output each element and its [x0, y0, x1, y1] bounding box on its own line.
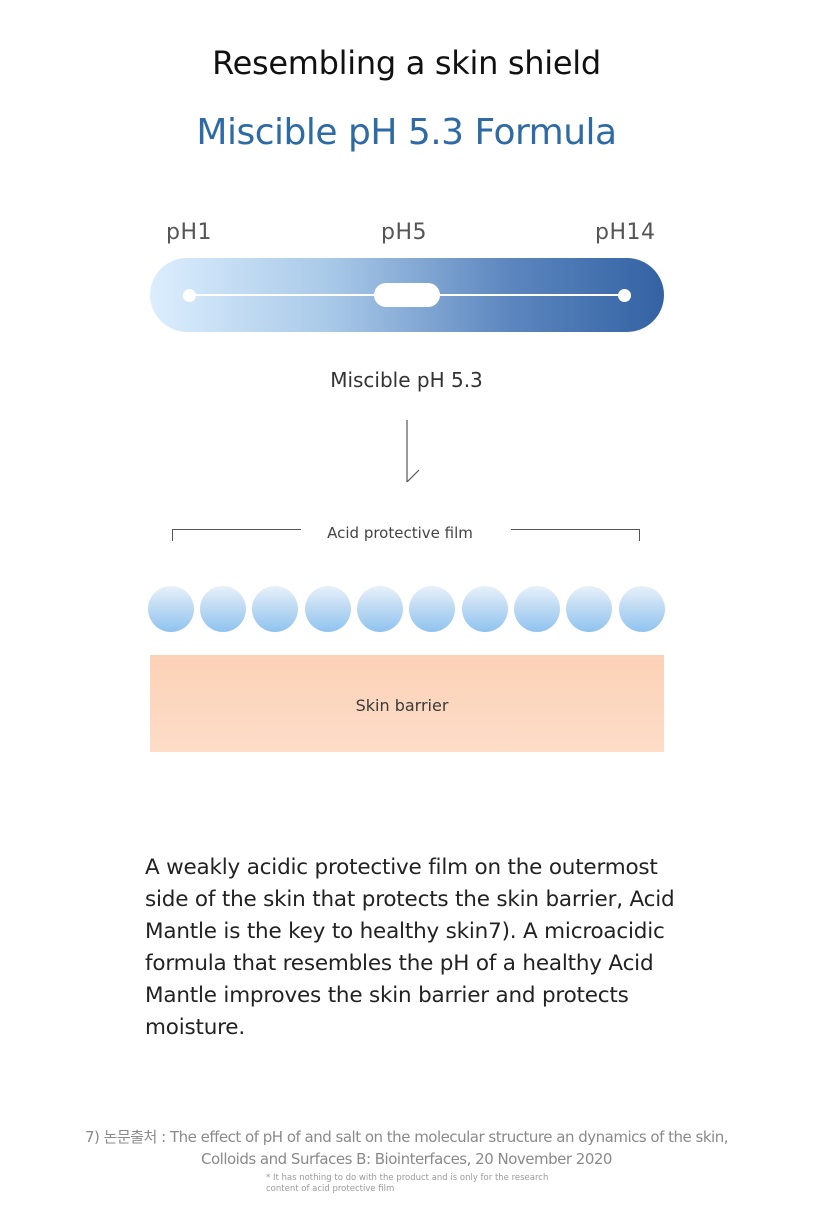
film-sphere [200, 586, 246, 632]
film-sphere [409, 586, 455, 632]
ph-label-left: pH1 [166, 220, 213, 245]
film-sphere [619, 586, 665, 632]
film-label: Acid protective film [327, 524, 473, 542]
acid-film-spheres [148, 586, 666, 634]
film-bracket-right [511, 529, 640, 541]
reference-line-2: Colloids and Surfaces B: Biointerfaces, … [201, 1150, 612, 1168]
film-sphere [514, 586, 560, 632]
ph-marker-pill [374, 283, 440, 307]
film-sphere [462, 586, 508, 632]
arrow-down-icon [406, 420, 420, 483]
film-sphere [357, 586, 403, 632]
ph-marker-label: Miscible pH 5.3 [330, 368, 483, 392]
skin-barrier-block [150, 655, 664, 752]
ph-label-right: pH14 [595, 220, 656, 245]
skin-barrier-label: Skin barrier [355, 696, 449, 715]
film-sphere [566, 586, 612, 632]
description-paragraph: A weakly acidic protective film on the o… [145, 855, 675, 1040]
film-sphere [252, 586, 298, 632]
film-sphere [305, 586, 351, 632]
film-sphere [148, 586, 194, 632]
reference-line-1: 7) 논문출처 : The effect of pH of and salt o… [84, 1128, 729, 1146]
film-bracket-left [172, 529, 301, 541]
ph-dot-right [618, 289, 631, 302]
ph-label-middle: pH5 [381, 220, 428, 245]
disclaimer-note: * It has nothing to do with the product … [266, 1173, 566, 1195]
ph-dot-left [183, 289, 196, 302]
disclaimer-line-2: content of acid protective film [266, 1184, 395, 1194]
page-title: Resembling a skin shield [212, 44, 601, 82]
disclaimer-line-1: * It has nothing to do with the product … [266, 1173, 549, 1183]
page-subtitle: Miscible pH 5.3 Formula [196, 112, 617, 153]
